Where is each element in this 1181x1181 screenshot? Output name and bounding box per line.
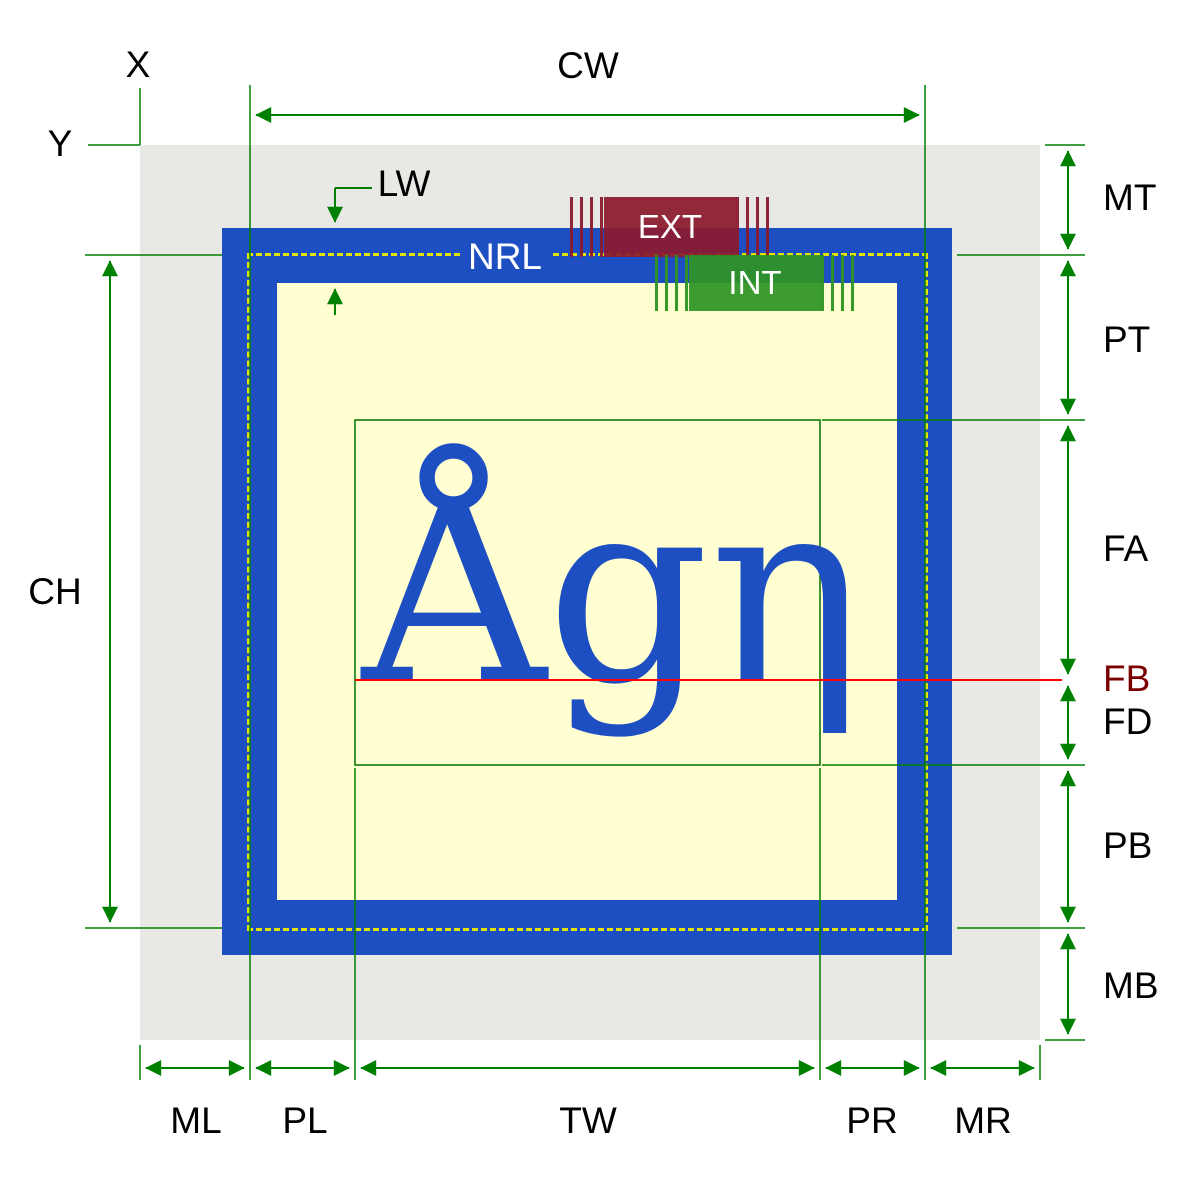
label-ch: CH [28, 571, 82, 612]
int-marker: INT [655, 255, 855, 311]
label-cw: CW [557, 45, 619, 86]
int-solid: INT [689, 255, 821, 311]
label-fa: FA [1103, 528, 1149, 569]
ext-label: EXT [637, 208, 703, 245]
label-mr: MR [954, 1100, 1012, 1141]
label-pt: PT [1103, 319, 1151, 360]
ext-hatch-right [736, 197, 770, 257]
label-pb: PB [1103, 825, 1153, 866]
label-tw: TW [559, 1100, 617, 1141]
label-lw: LW [377, 163, 431, 204]
label-x: X [125, 44, 151, 85]
label-pl: PL [282, 1100, 328, 1141]
label-fd: FD [1103, 701, 1153, 742]
ext-hatch-left [570, 197, 604, 257]
origin-marks [88, 88, 141, 146]
label-nrl: NRL [459, 236, 551, 278]
label-mb: MB [1103, 965, 1159, 1006]
label-ml: ML [170, 1100, 222, 1141]
int-hatch-left [655, 255, 689, 311]
label-mt: MT [1103, 177, 1157, 218]
label-y: Y [47, 123, 73, 164]
ext-marker: EXT [570, 197, 770, 257]
label-pr: PR [846, 1100, 898, 1141]
int-label: INT [728, 264, 782, 301]
label-fb: FB [1103, 658, 1151, 699]
nrl-dashed-rect [247, 253, 928, 931]
int-hatch-right [821, 255, 855, 311]
ext-solid: EXT [604, 197, 736, 257]
